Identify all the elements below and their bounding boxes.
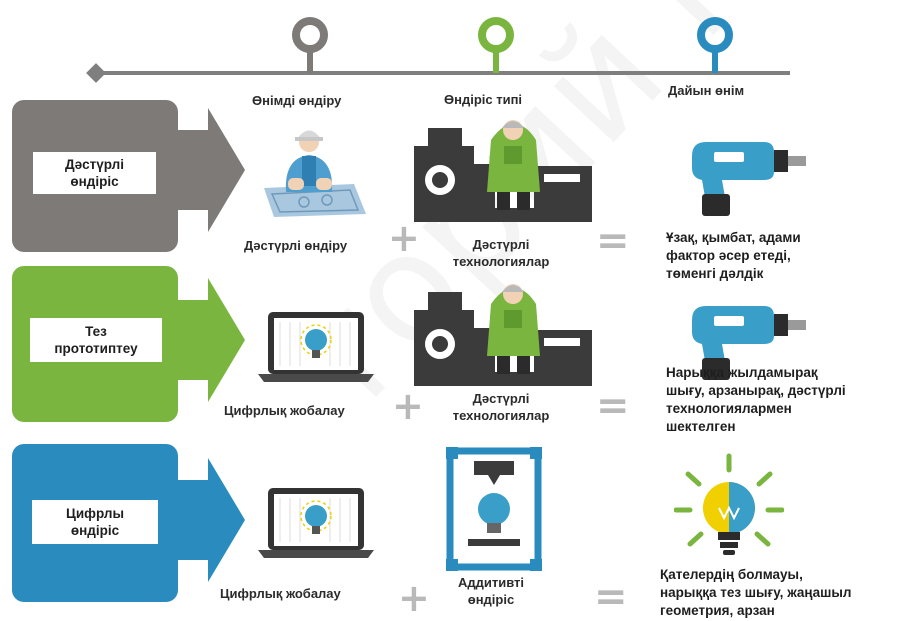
result-text-digital: Қателердің болмауы, нарыққа тез шығу, жа… <box>660 567 852 618</box>
pin-green-icon <box>478 17 514 73</box>
worker-blueprint-icon <box>264 130 366 217</box>
pin-blue-icon <box>697 17 733 73</box>
equals-operator: = <box>596 383 630 429</box>
plus-operator: + <box>398 576 430 620</box>
glowing-bulb-icon <box>674 453 784 555</box>
power-drill-icon <box>692 306 806 380</box>
factory-machine-icon <box>414 120 592 222</box>
timeline-start-diamond <box>86 63 106 83</box>
plus-operator: + <box>392 384 424 428</box>
header-production-type: Өндіріс типі <box>444 92 523 107</box>
design-label-traditional: Дәстүрлі өндіру <box>244 238 348 253</box>
result-text-traditional: Ұзақ, қымбат, адами фактор әсер етеді, т… <box>666 230 801 281</box>
laptop-bulb-icon <box>258 488 374 558</box>
timeline <box>86 17 790 83</box>
result-text-prototyping: Нарыққа жылдамырақ шығу, арзанырақ, дәст… <box>666 365 846 434</box>
plus-operator: + <box>388 216 420 260</box>
header-product-making: Өнімді өндіру <box>252 93 342 108</box>
power-drill-icon <box>692 142 806 216</box>
3d-printer-icon <box>446 447 542 571</box>
equals-operator: = <box>594 574 628 620</box>
design-label-digital: Цифрлық жобалау <box>220 586 341 601</box>
equals-operator: = <box>596 218 630 264</box>
pin-gray-icon <box>292 17 328 73</box>
laptop-bulb-icon <box>258 312 374 382</box>
design-label-prototyping: Цифрлық жобалау <box>224 403 345 418</box>
header-finished-product: Дайын өнім <box>668 83 745 98</box>
factory-machine-icon <box>414 284 592 386</box>
